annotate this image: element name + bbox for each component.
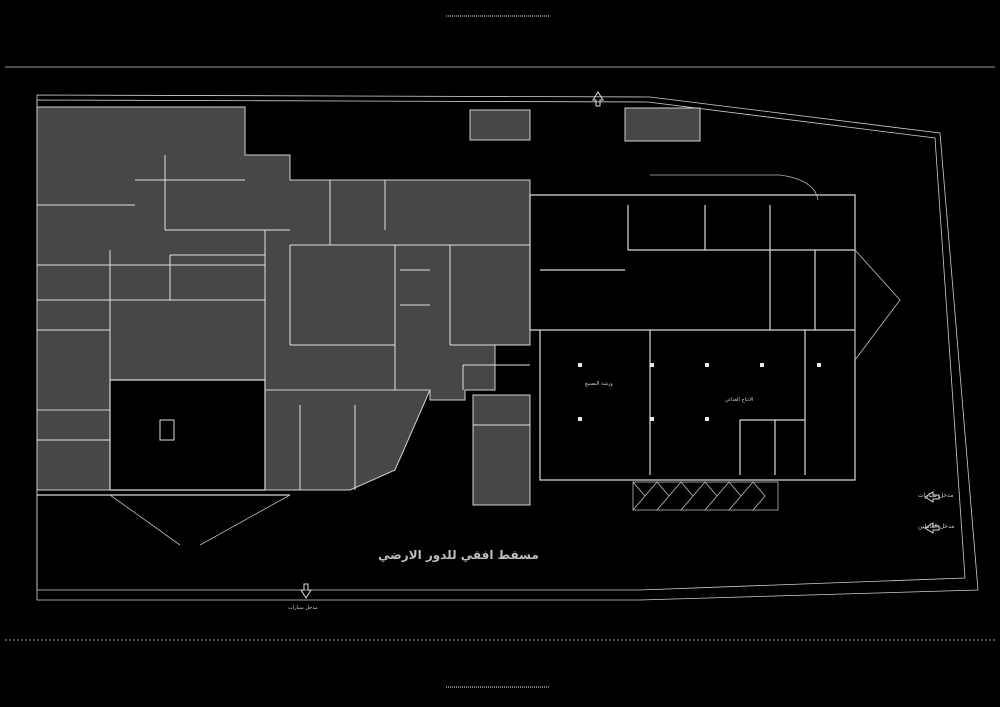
arrow-icon [592,91,604,107]
arrow-icon [924,522,940,534]
entrance-bottom-label: مدخل سيارات [288,605,318,611]
grey-zone [36,106,701,506]
structural-columns [159,363,821,441]
room-label: ورشة التصنيع [585,381,613,387]
entrance-cars-label: مدخل سيارات [918,492,954,499]
site-boundary [36,94,979,601]
room-label: الانتاج الغذائي [725,397,754,403]
entrance-staff-label: مدخل العاملين [918,523,955,530]
site-boundary-inner [36,99,966,591]
dark-zone-walls [37,194,856,496]
arrow-icon [924,491,940,503]
plan-title: مسقط افقي للدور الارضي [378,548,539,562]
grey-zone-walls [37,155,530,490]
parking-stalls [109,174,901,546]
entrance-arrows [300,91,940,599]
arrow-icon [300,583,312,599]
